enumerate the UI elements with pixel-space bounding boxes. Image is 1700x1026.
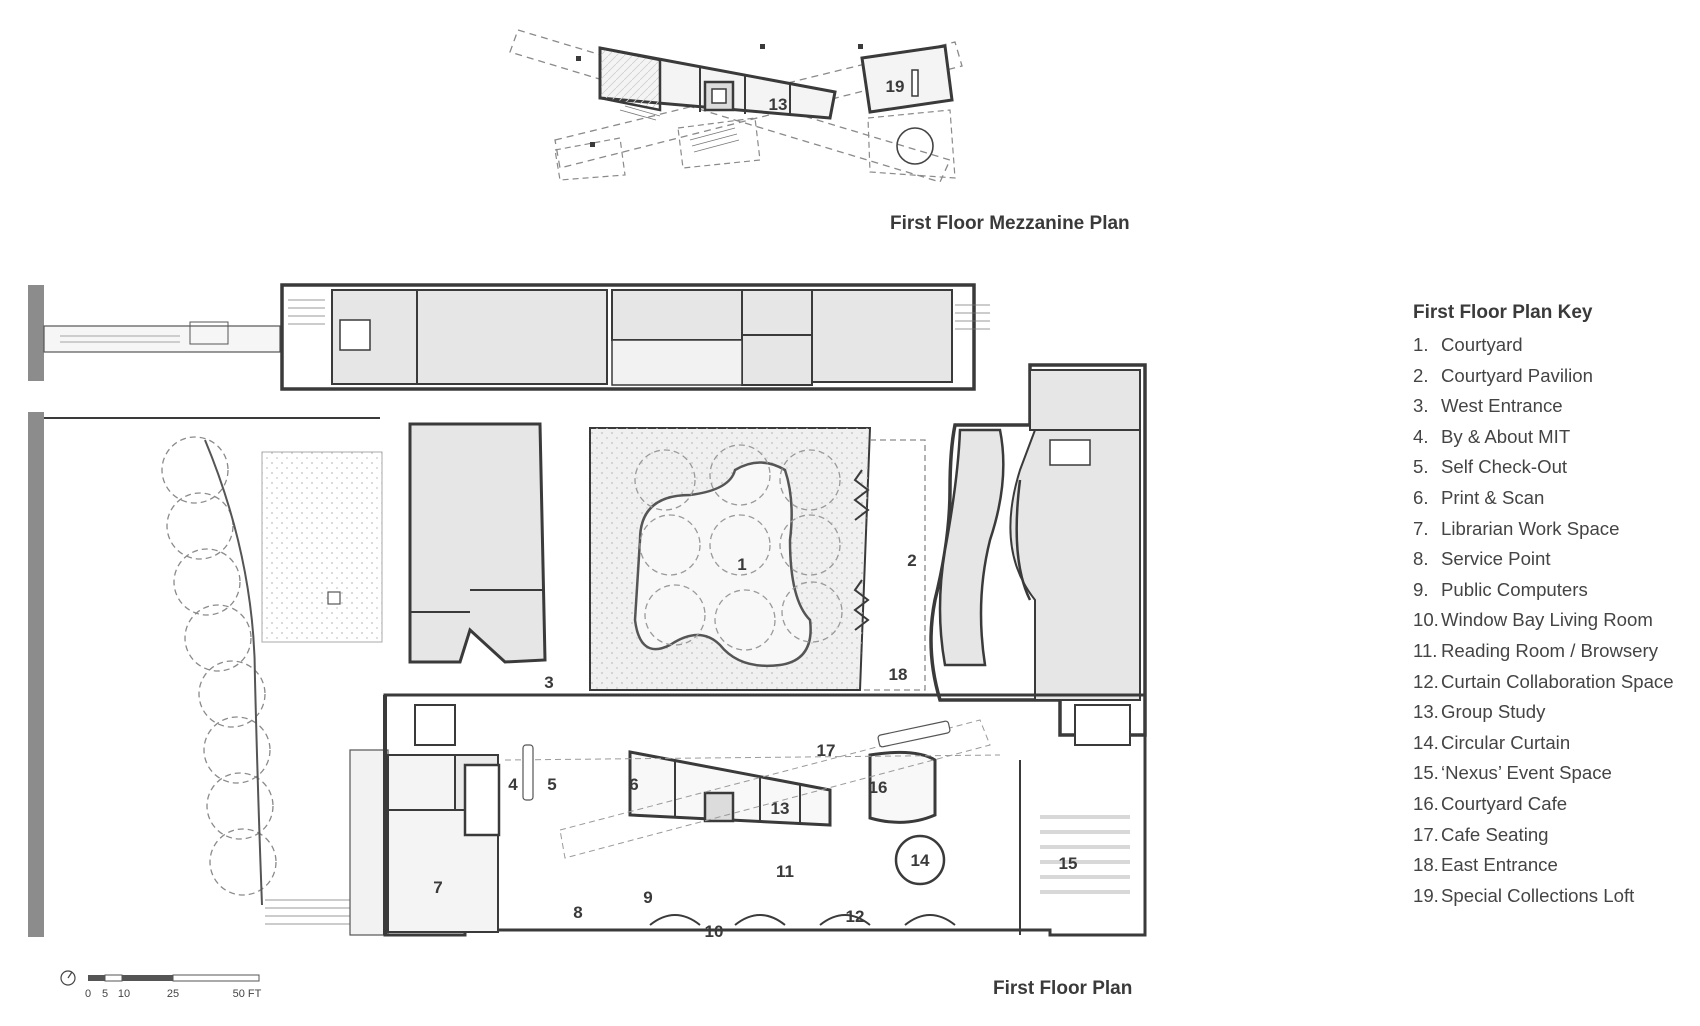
- key-item-number: 13.: [1413, 701, 1439, 723]
- key-item-label: Librarian Work Space: [1441, 517, 1620, 539]
- room-label-14: 14: [911, 851, 930, 870]
- mezzanine-plan-title: First Floor Mezzanine Plan: [890, 213, 1130, 234]
- key-item-label: ‘Nexus’ Event Space: [1441, 762, 1612, 784]
- scale-bar: 0 5 10 25 50 FT: [60, 970, 262, 1000]
- key-item-label: Special Collections Loft: [1441, 884, 1635, 906]
- key-item: 4. By & About MIT: [1413, 422, 1698, 453]
- key-item: 15.‘Nexus’ Event Space: [1413, 758, 1698, 789]
- key-item: 1. Courtyard: [1413, 330, 1698, 361]
- room-label-4: 4: [508, 775, 518, 794]
- key-item-number: 8.: [1413, 548, 1429, 570]
- scale-tick-5: 5: [102, 988, 108, 1000]
- key-item-number: 3.: [1413, 395, 1429, 417]
- key-item-number: 1.: [1413, 334, 1429, 355]
- key-item-label: Courtyard Pavilion: [1441, 364, 1593, 386]
- key-item-label: Reading Room / Browsery: [1441, 639, 1659, 661]
- key-item-label: Group Study: [1441, 701, 1546, 723]
- key-item-label: Cafe Seating: [1441, 823, 1549, 845]
- key-item-number: 11.: [1413, 639, 1438, 661]
- key-item-number: 4.: [1413, 425, 1429, 447]
- key-item-label: Courtyard: [1441, 334, 1523, 355]
- key-item: 12.Curtain Collaboration Space: [1413, 667, 1698, 698]
- key-item: 14.Circular Curtain: [1413, 728, 1698, 759]
- room-label-10: 10: [705, 922, 724, 941]
- key-item-number: 18.: [1413, 854, 1439, 876]
- room-label-5: 5: [547, 775, 556, 794]
- key-item-label: Window Bay Living Room: [1441, 609, 1653, 631]
- key-item: 18.East Entrance: [1413, 850, 1698, 881]
- room-label-15: 15: [1059, 854, 1078, 873]
- key-item-number: 9.: [1413, 578, 1429, 600]
- room-label-6: 6: [629, 775, 638, 794]
- key-item-label: Courtyard Cafe: [1441, 792, 1568, 814]
- key-item: 6. Print & Scan: [1413, 483, 1698, 514]
- key-item-number: 7.: [1413, 517, 1429, 539]
- plan-key: First Floor Plan Key 1. Courtyard 2. Court…: [1413, 302, 1698, 911]
- mezz-label-19: 19: [886, 77, 905, 96]
- mezzanine-plan: 13 19: [509, 29, 963, 183]
- room-label-17: 17: [817, 741, 836, 760]
- key-item: 9. Public Computers: [1413, 575, 1698, 606]
- room-label-2: 2: [907, 551, 916, 570]
- key-item-number: 10.: [1413, 609, 1439, 631]
- key-item-number: 15.: [1413, 762, 1439, 784]
- room-label-12: 12: [846, 907, 865, 926]
- key-item-label: Public Computers: [1441, 578, 1588, 600]
- key-item: 8. Service Point: [1413, 544, 1698, 575]
- plan-key-title: First Floor Plan Key: [1413, 302, 1593, 323]
- key-item-label: East Entrance: [1441, 854, 1558, 876]
- room-label-1: 1: [737, 555, 746, 574]
- room-label-7: 7: [433, 878, 442, 897]
- key-item: 19.Special Collections Loft: [1413, 881, 1698, 912]
- key-item-label: Curtain Collaboration Space: [1441, 670, 1674, 692]
- key-item-label: Self Check-Out: [1441, 456, 1568, 478]
- key-item-label: Print & Scan: [1441, 486, 1545, 508]
- room-label-3: 3: [544, 673, 553, 692]
- scale-tick-25: 25: [167, 988, 179, 1000]
- key-item-number: 12.: [1413, 670, 1439, 692]
- key-item-label: By & About MIT: [1441, 425, 1571, 447]
- key-item-label: Service Point: [1441, 548, 1551, 570]
- key-item: 2. Courtyard Pavilion: [1413, 361, 1698, 392]
- key-item-number: 19.: [1413, 884, 1439, 906]
- key-item: 11.Reading Room / Browsery: [1413, 636, 1698, 667]
- key-item: 5. Self Check-Out: [1413, 452, 1698, 483]
- key-item-label: Circular Curtain: [1441, 731, 1571, 753]
- key-item: 17.Cafe Seating: [1413, 820, 1698, 851]
- key-item-label: West Entrance: [1441, 395, 1563, 417]
- key-item-number: 14.: [1413, 731, 1439, 753]
- key-item-number: 2.: [1413, 364, 1429, 386]
- key-item: 13.Group Study: [1413, 697, 1698, 728]
- scale-tick-50: 50 FT: [233, 988, 262, 1000]
- first-floor-plan: 1 2 3 4 5 6 7 8 9 10 11 12 13 14 15 16 1…: [28, 283, 1147, 941]
- first-floor-plan-title: First Floor Plan: [993, 978, 1133, 999]
- mezz-label-13: 13: [769, 95, 788, 114]
- room-label-18: 18: [889, 665, 908, 684]
- key-item-number: 16.: [1413, 792, 1439, 814]
- key-item-number: 5.: [1413, 456, 1429, 478]
- key-item: 16.Courtyard Cafe: [1413, 789, 1698, 820]
- plan-key-list: 1. Courtyard 2. Courtyard Pavilion 3. West …: [1413, 330, 1698, 911]
- key-item-number: 17.: [1413, 823, 1439, 845]
- room-label-8: 8: [573, 903, 582, 922]
- key-item-number: 6.: [1413, 486, 1429, 508]
- room-label-11: 11: [776, 862, 794, 881]
- room-label-16: 16: [869, 778, 888, 797]
- scale-tick-10: 10: [118, 988, 130, 1000]
- key-item: 7. Librarian Work Space: [1413, 514, 1698, 545]
- key-item: 3. West Entrance: [1413, 391, 1698, 422]
- scale-tick-0: 0: [85, 988, 91, 1000]
- room-label-13: 13: [771, 799, 790, 818]
- room-label-9: 9: [643, 888, 652, 907]
- key-item: 10.Window Bay Living Room: [1413, 605, 1698, 636]
